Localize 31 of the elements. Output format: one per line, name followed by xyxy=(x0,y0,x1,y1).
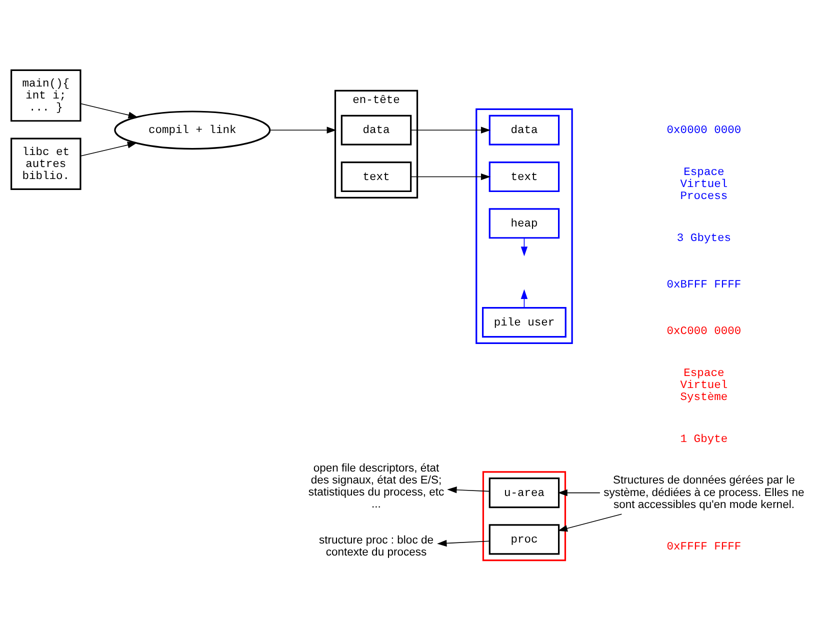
node-box: data xyxy=(488,114,560,146)
node-box: text xyxy=(488,161,560,192)
node-text: Structures de données gérées par le système, dédiées à ce process. Elles ne sont accessibles qu'en mode kernel. xyxy=(604,474,804,511)
arrow xyxy=(410,126,491,134)
node-box: data xyxy=(340,114,412,146)
arrow xyxy=(437,540,490,547)
arrow xyxy=(80,142,138,156)
label: Espace Virtuel Process xyxy=(680,166,728,204)
arrow xyxy=(447,486,490,494)
node-box: pile user xyxy=(482,307,566,338)
arrow xyxy=(558,489,600,496)
label: 0x0000 0000 xyxy=(666,125,742,138)
arrow xyxy=(270,126,336,134)
node-box: heap xyxy=(488,208,560,239)
node-text: structure proc : bloc de contexte du process xyxy=(319,534,434,559)
node-text: open file descriptors, état des signaux, état des E/S; statistiques du process, etc ... xyxy=(308,462,444,510)
label: 0xBFFF FFFF xyxy=(666,280,742,292)
label: Espace Virtuel Système xyxy=(680,368,728,404)
node-box: text xyxy=(340,161,412,192)
cluster xyxy=(476,108,573,344)
arrow xyxy=(410,173,491,180)
node-box: u-area xyxy=(488,478,560,508)
arrow xyxy=(558,514,622,532)
node-box: main(){ int i; ... } xyxy=(10,69,82,122)
label: 3 Gbytes xyxy=(676,232,731,245)
arrow xyxy=(80,103,138,118)
node-box: libc et autres biblio. xyxy=(10,138,82,190)
label: 0xFFFF FFFF xyxy=(666,542,742,554)
node-box: proc xyxy=(488,524,560,555)
label: 1 Gbyte xyxy=(680,434,728,446)
label: 0xC000 0000 xyxy=(666,326,742,338)
